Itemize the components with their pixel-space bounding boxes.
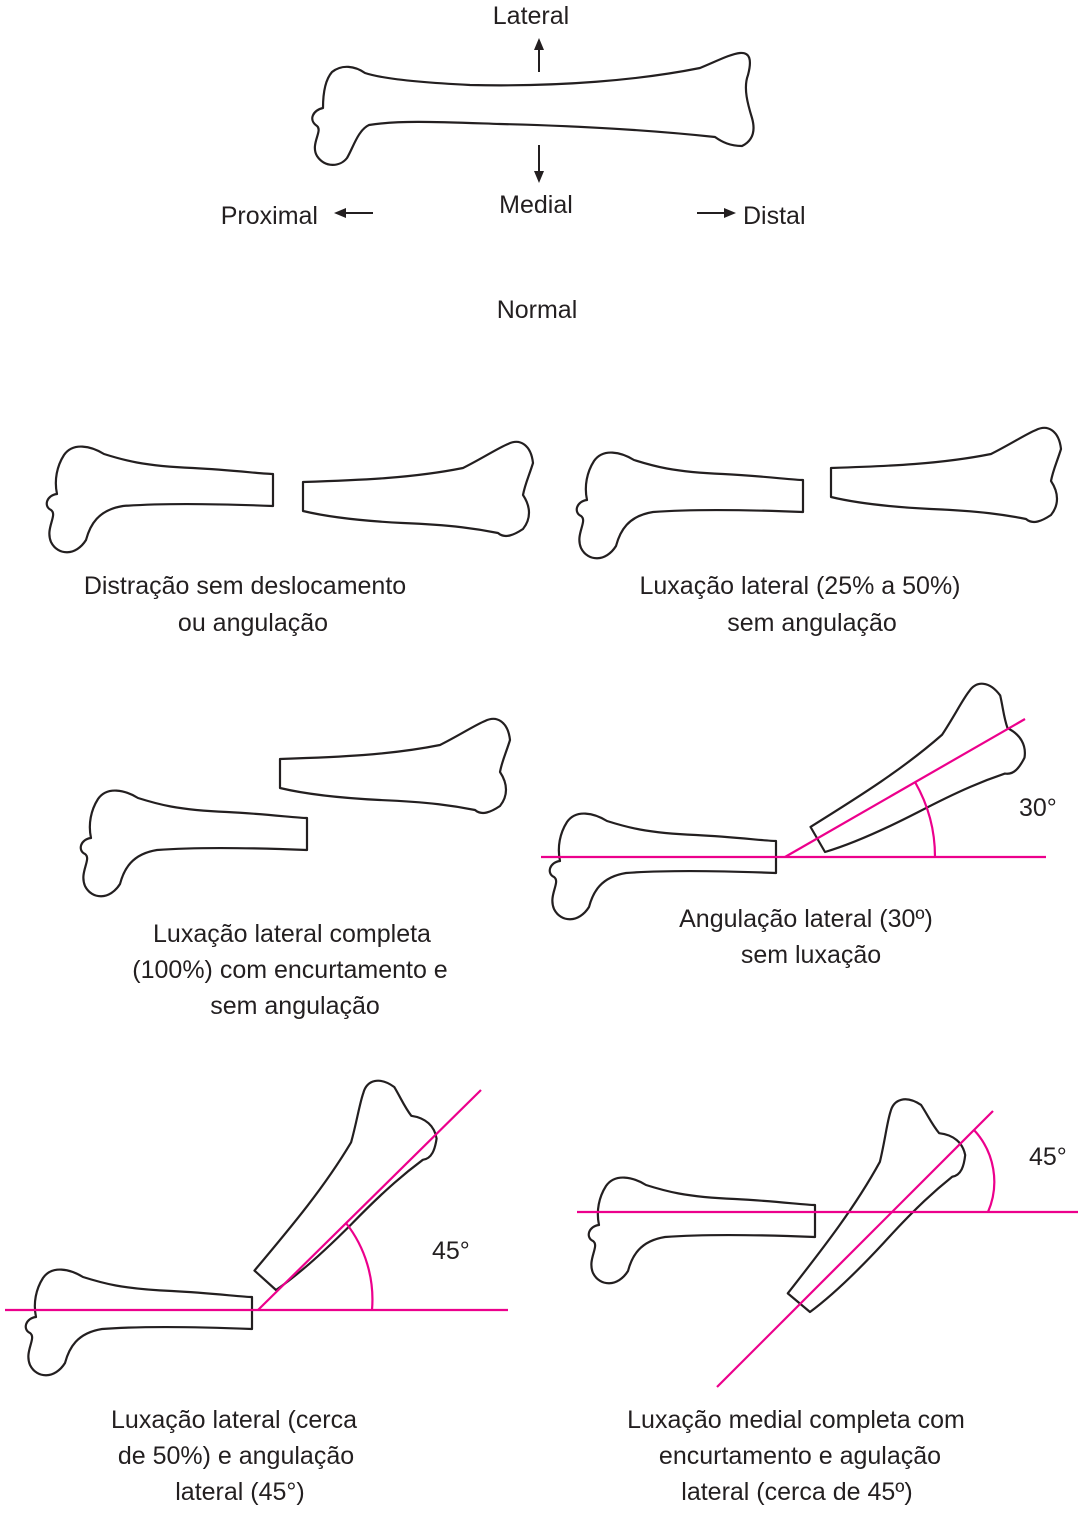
caption-line: (100%) com encurtamento e xyxy=(132,956,447,984)
distal-label: Distal xyxy=(743,202,806,230)
caption-line: lateral (cerca de 45º) xyxy=(681,1478,912,1506)
distal-fragment xyxy=(301,440,535,538)
angle-arc xyxy=(345,1222,374,1311)
angle-arc xyxy=(914,781,937,858)
distal-fragment xyxy=(755,1090,979,1330)
panel-lateral-complete: Luxação lateral completa (100%) com encu… xyxy=(79,717,512,1020)
caption-line: Luxação medial completa com xyxy=(627,1406,965,1434)
normal-title: Normal xyxy=(497,296,578,324)
proximal-arrow-icon xyxy=(334,208,373,218)
angled-reference-line xyxy=(257,1089,482,1311)
caption-line: Distração sem deslocamento xyxy=(84,572,406,600)
angled-reference-line xyxy=(784,718,1026,858)
proximal-fragment xyxy=(79,789,309,898)
distal-fragment xyxy=(278,717,512,815)
panel-angulation-30: 30° Angulação lateral (30º) sem luxação xyxy=(541,676,1057,969)
lateral-arrow-icon xyxy=(534,38,544,72)
caption-line: Angulação lateral (30º) xyxy=(679,905,933,933)
angle-arc xyxy=(973,1129,996,1213)
panel-distraction: Distração sem deslocamento ou angulação xyxy=(45,440,535,637)
caption-line: lateral (45°) xyxy=(175,1478,305,1506)
proximal-label: Proximal xyxy=(221,202,318,230)
medial-label: Medial xyxy=(499,191,573,219)
distal-fragment xyxy=(789,676,1038,875)
caption-line: Luxação lateral completa xyxy=(153,920,431,948)
caption-line: encurtamento e agulação xyxy=(659,1442,941,1470)
proximal-fragment xyxy=(575,451,805,560)
panel-medial-angulation-45: 45° Luxação medial completa com encurtam… xyxy=(577,1090,1078,1506)
medial-arrow-icon xyxy=(534,145,544,183)
angle-label: 45° xyxy=(432,1237,470,1265)
proximal-fragment xyxy=(45,445,275,554)
angle-label: 45° xyxy=(1029,1143,1067,1171)
caption-line: ou angulação xyxy=(178,609,328,637)
distal-fragment xyxy=(223,1071,450,1308)
caption-line: de 50%) e angulação xyxy=(118,1442,354,1470)
caption-line: Luxação lateral (25% a 50%) xyxy=(639,572,960,600)
caption-line: sem angulação xyxy=(727,609,897,637)
distal-arrow-icon xyxy=(697,208,736,218)
normal-femur-group: Lateral Medial Proximal Distal Normal xyxy=(221,2,806,324)
proximal-fragment xyxy=(24,1268,254,1377)
angle-label: 30° xyxy=(1019,794,1057,822)
normal-femur-outline xyxy=(311,51,755,166)
distal-fragment xyxy=(829,426,1063,524)
caption-line: sem angulação xyxy=(210,992,380,1020)
panel-lateral-angulation-45: 45° Luxação lateral (cerca de 50%) e ang… xyxy=(5,1071,508,1506)
proximal-fragment xyxy=(548,812,778,921)
proximal-fragment xyxy=(587,1176,817,1285)
angled-reference-line xyxy=(716,1110,994,1388)
lateral-label: Lateral xyxy=(493,2,569,30)
panel-lateral-partial: Luxação lateral (25% a 50%) sem angulaçã… xyxy=(575,426,1063,637)
caption-line: sem luxação xyxy=(741,941,881,969)
caption-line: Luxação lateral (cerca xyxy=(111,1406,357,1434)
